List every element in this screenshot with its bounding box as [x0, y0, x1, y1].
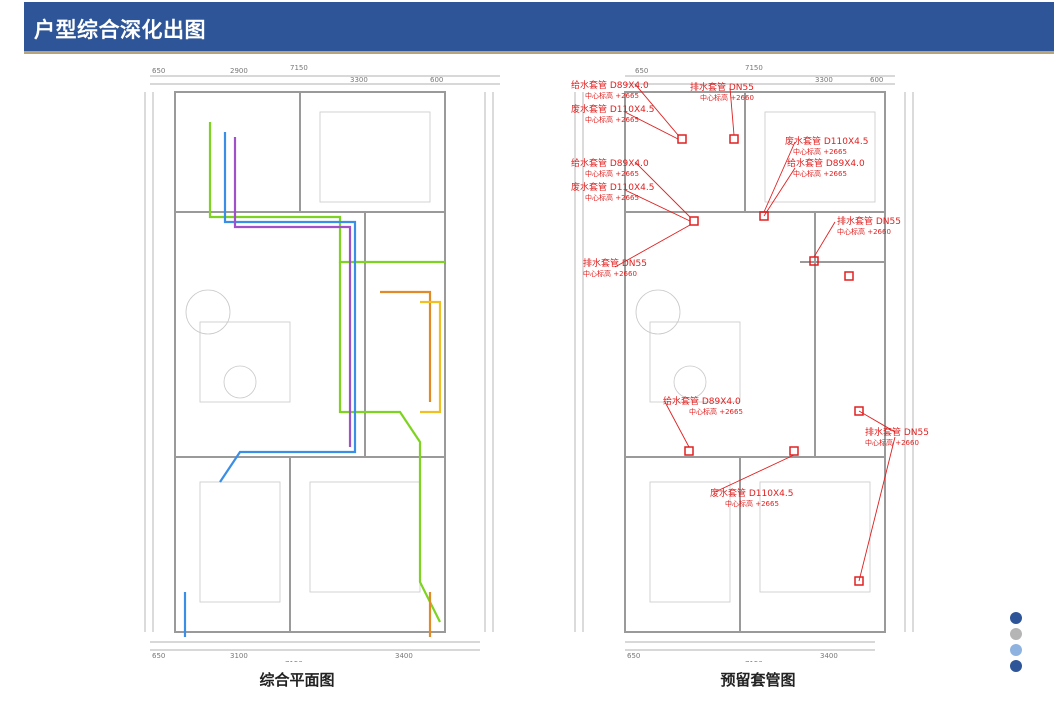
- page-title: 户型综合深化出图: [34, 18, 206, 42]
- dim-top-4: 600: [430, 76, 443, 84]
- annot-label-9: 给水套管 D89X4.0: [663, 395, 741, 407]
- annot-label-0: 给水套管 D89X4.0: [571, 79, 649, 91]
- dim-top-2: 3300: [815, 76, 833, 84]
- annot-label-2: 给水套管 D89X4.0: [571, 157, 649, 169]
- annot-label-6: 废水套管 D110X4.5: [785, 135, 868, 147]
- dim-bottom-0: 650: [627, 652, 640, 660]
- dim-bottom-3: 3400: [395, 652, 413, 660]
- page-dot-2[interactable]: [1010, 628, 1022, 640]
- annot-elev-1: 中心标高 +2665: [585, 115, 639, 124]
- right-plan-caption: 预留套管图: [720, 671, 796, 689]
- dim-top-1: 7150: [745, 64, 763, 72]
- page-header: 户型综合深化出图: [24, 2, 1054, 54]
- annot-elev-8: 中心标高 +2660: [837, 227, 891, 236]
- annot-elev-7: 中心标高 +2665: [793, 169, 847, 178]
- dim-top-3: 600: [870, 76, 883, 84]
- page-dot-4[interactable]: [1010, 660, 1022, 672]
- dim-bottom-2: 3400: [820, 652, 838, 660]
- sleeve-reservation-plan[interactable]: 650 7150 3300 600 650 7150 3400: [565, 62, 965, 662]
- annot-elev-6: 中心标高 +2665: [793, 147, 847, 156]
- annot-elev-0: 中心标高 +2665: [585, 91, 639, 100]
- dim-bottom-1: 7150: [745, 660, 763, 662]
- annot-elev-9: 中心标高 +2665: [689, 407, 743, 416]
- dim-bottom-1: 3100: [230, 652, 248, 660]
- annot-label-10: 排水套管 DN55: [865, 426, 929, 438]
- integrated-floor-plan[interactable]: 650 2900 7150 3300 600 650 3100 7150 340…: [140, 62, 510, 662]
- dim-top-0: 650: [152, 67, 165, 75]
- annot-elev-2: 中心标高 +2665: [585, 169, 639, 178]
- dim-top-1: 2900: [230, 67, 248, 75]
- sleeve-plan-drawing: 650 7150 3300 600 650 7150 3400: [571, 64, 929, 662]
- page-dot-1[interactable]: [1010, 612, 1022, 624]
- left-plan-caption: 综合平面图: [259, 671, 335, 689]
- annot-elev-10: 中心标高 +2660: [865, 438, 919, 447]
- annot-label-11: 废水套管 D110X4.5: [710, 487, 793, 499]
- dim-top-3: 3300: [350, 76, 368, 84]
- annot-label-8: 排水套管 DN55: [837, 215, 901, 227]
- annot-elev-3: 中心标高 +2665: [585, 193, 639, 202]
- annot-label-3: 废水套管 D110X4.5: [571, 181, 654, 193]
- dim-bottom-2: 7150: [285, 660, 303, 662]
- page-dot-3[interactable]: [1010, 644, 1022, 656]
- integrated-plan-drawing: 650 2900 7150 3300 600 650 3100 7150 340…: [144, 64, 500, 662]
- annot-elev-4: 中心标高 +2660: [700, 93, 754, 102]
- annot-elev-5: 中心标高 +2660: [583, 269, 637, 278]
- dim-top-0: 650: [635, 67, 648, 75]
- annot-label-5: 排水套管 DN55: [583, 257, 647, 269]
- dim-top-2: 7150: [290, 64, 308, 72]
- annot-label-1: 废水套管 D110X4.5: [571, 103, 654, 115]
- annot-label-7: 给水套管 D89X4.0: [787, 157, 865, 169]
- dim-bottom-0: 650: [152, 652, 165, 660]
- annot-label-4: 排水套管 DN55: [690, 81, 754, 93]
- annot-elev-11: 中心标高 +2665: [725, 499, 779, 508]
